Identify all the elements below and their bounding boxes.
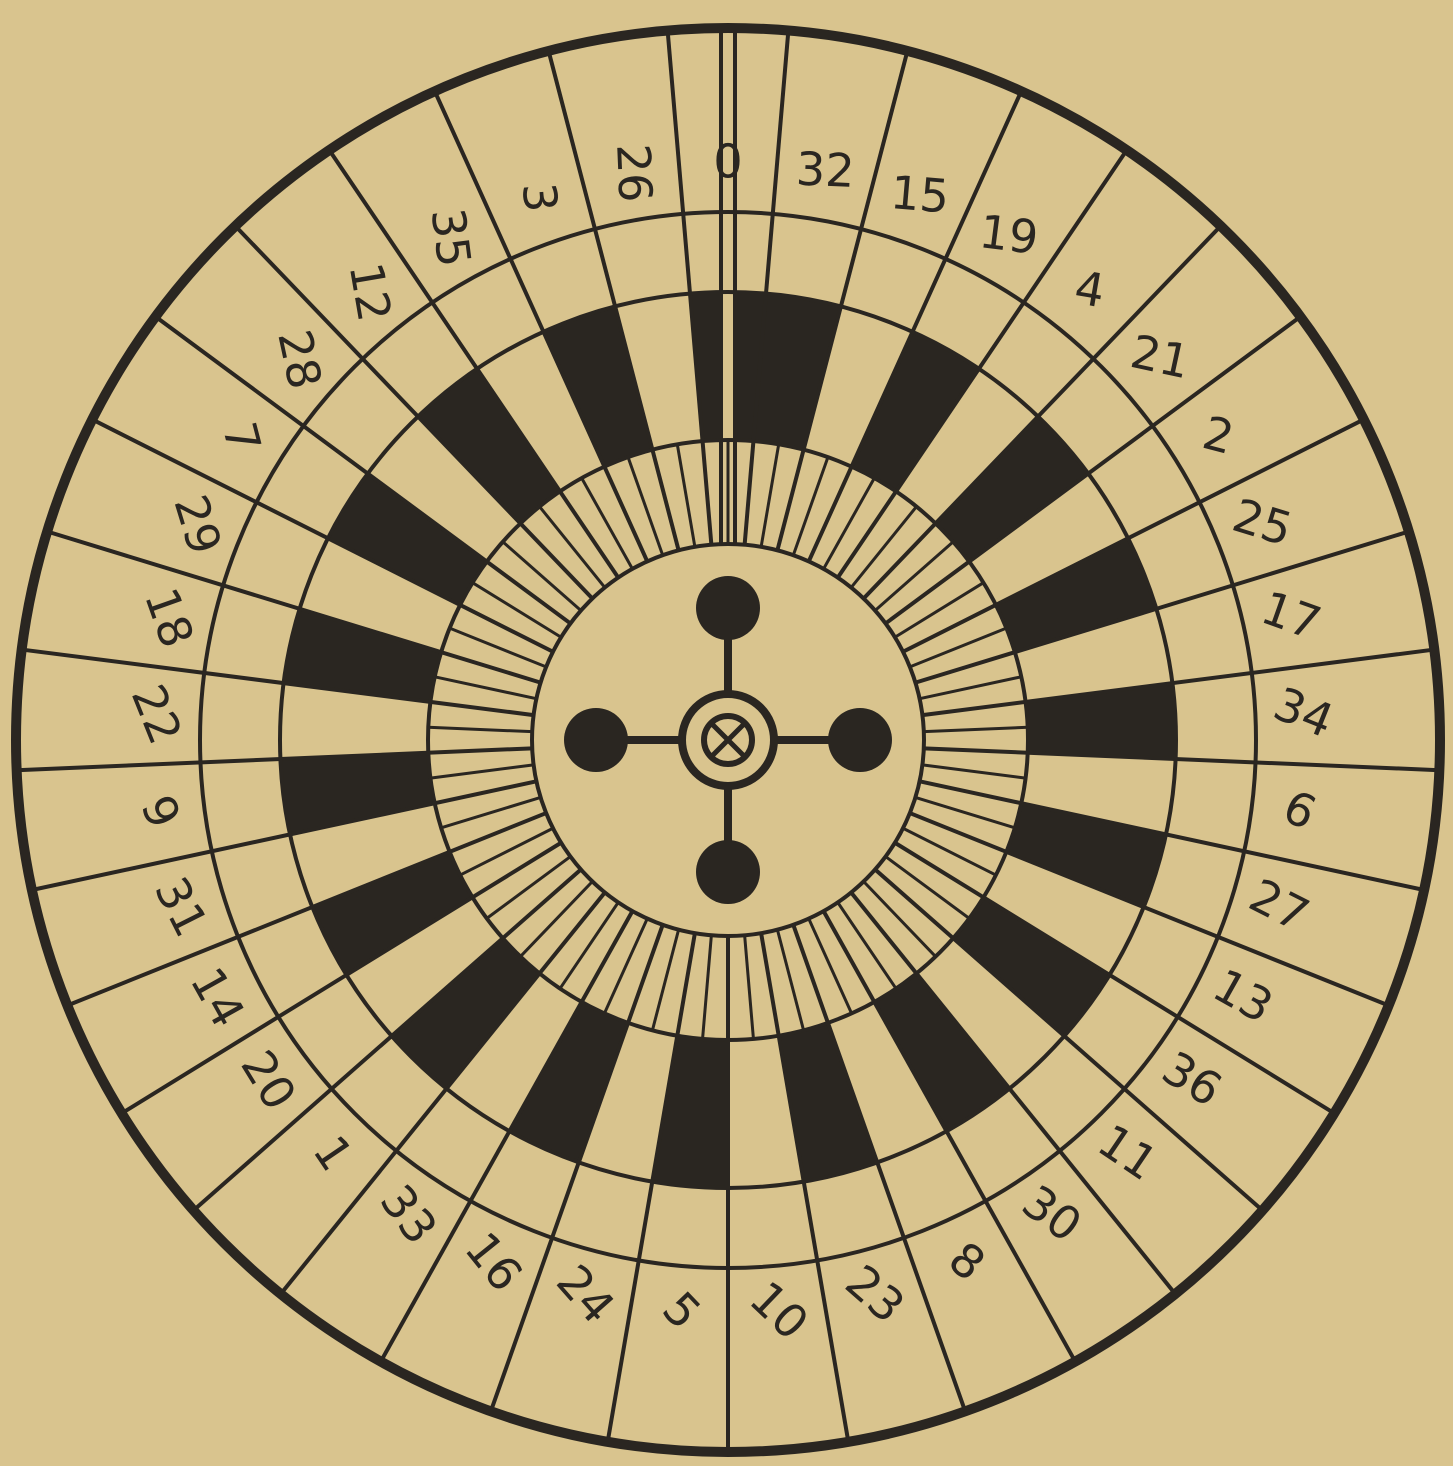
turret-knob-2 <box>564 708 628 772</box>
pocket-label-3: 3 <box>512 181 568 215</box>
pocket-label-19: 19 <box>976 204 1041 265</box>
pocket-label-26: 26 <box>606 143 662 204</box>
pocket-label-0: 0 <box>713 135 742 189</box>
turret-knob-0 <box>696 576 760 640</box>
pocket-label-35: 35 <box>421 205 482 270</box>
pocket-label-32: 32 <box>795 142 856 198</box>
pocket-label-15: 15 <box>888 165 951 224</box>
turret-knob-3 <box>828 708 892 772</box>
pocket-label-12: 12 <box>339 259 402 326</box>
turret-knob-1 <box>696 840 760 904</box>
